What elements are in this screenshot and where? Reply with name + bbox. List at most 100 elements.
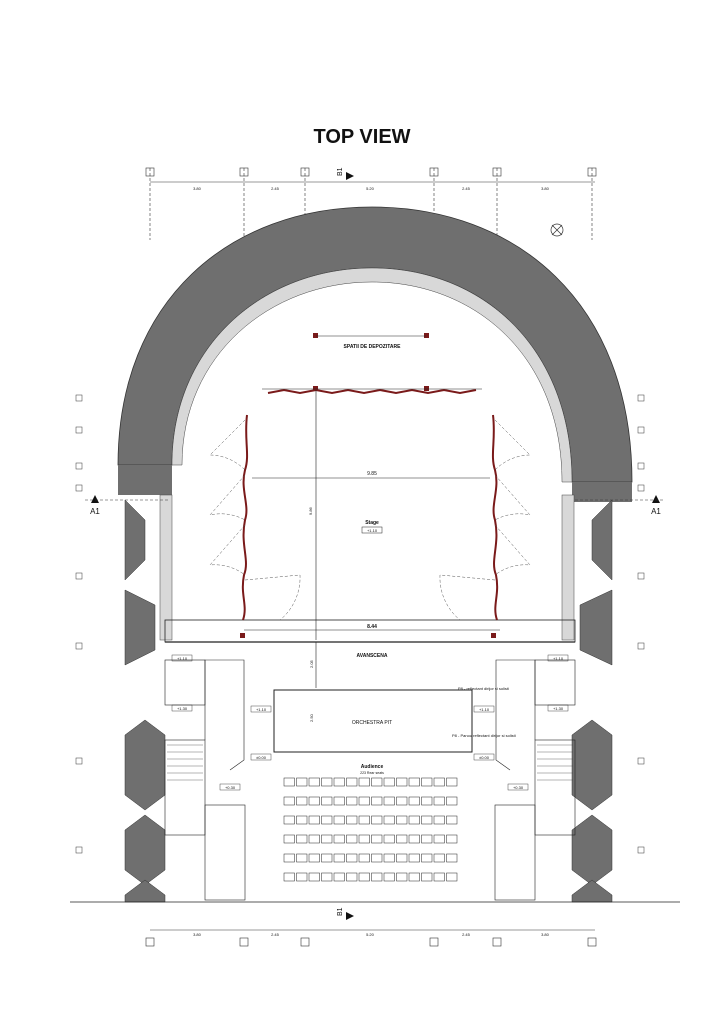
right-grid-markers xyxy=(637,394,645,854)
audience-seat xyxy=(333,796,345,806)
dim-top-5: 3.80 xyxy=(541,186,550,191)
right-curtain xyxy=(491,414,499,621)
audience-seat xyxy=(296,777,308,787)
audience-seat xyxy=(358,834,370,844)
audience-seat xyxy=(333,853,345,863)
left-inner-wall xyxy=(159,494,173,641)
dim-bottom-3: 5.20 xyxy=(366,932,375,937)
dim-bottom-5: 3.80 xyxy=(541,932,550,937)
orchestra-pit xyxy=(273,689,473,753)
audience-seat xyxy=(421,872,433,882)
audience-seat xyxy=(358,777,370,787)
audience-seat xyxy=(308,777,320,787)
storage-markers xyxy=(240,333,496,638)
note-p8-panel: P8 - Panou reflectant dirijor si solisti xyxy=(452,733,516,738)
section-marker-b1-top: B1 xyxy=(337,167,354,180)
audience-seat xyxy=(283,834,295,844)
section-marker-a1-right: A1 xyxy=(651,495,661,516)
audience-seat xyxy=(283,853,295,863)
audience-seat xyxy=(446,872,458,882)
audience-seat xyxy=(408,815,420,825)
section-label-a1-right: A1 xyxy=(651,507,661,516)
dim-top-3: 5.20 xyxy=(366,186,375,191)
section-arrow-icon xyxy=(91,495,99,503)
audience-seat xyxy=(421,853,433,863)
right-stair-treads xyxy=(537,744,573,781)
audience-seat xyxy=(283,796,295,806)
audience-seat xyxy=(408,796,420,806)
audience-seat xyxy=(433,815,445,825)
audience-seat xyxy=(296,872,308,882)
audience-seat xyxy=(333,834,345,844)
right-door-swings xyxy=(439,419,531,621)
orchestra-label: ORCHESTRA PIT xyxy=(352,720,392,726)
audience-seat xyxy=(321,796,333,806)
audience-seat xyxy=(421,815,433,825)
level-right-mid: +1.30 xyxy=(553,706,564,711)
level-pit-left: +1.10 xyxy=(256,707,267,712)
audience-seat xyxy=(408,853,420,863)
audience-seat xyxy=(408,834,420,844)
audience-seat xyxy=(283,777,295,787)
north-arrow-icon xyxy=(550,223,564,237)
audience-seat xyxy=(296,796,308,806)
dim-bottom-2: 2.45 xyxy=(271,932,280,937)
audience-seat xyxy=(308,872,320,882)
inner-wall-lining xyxy=(171,267,573,483)
audience-seat xyxy=(296,834,308,844)
audience-seat xyxy=(371,796,383,806)
audience-seat xyxy=(421,777,433,787)
audience-seat xyxy=(346,796,358,806)
level-left-mid: +1.30 xyxy=(177,706,188,711)
audience-seat xyxy=(321,777,333,787)
audience-seat xyxy=(371,777,383,787)
audience-seat xyxy=(383,777,395,787)
audience-seat xyxy=(346,872,358,882)
page-title: TOP VIEW xyxy=(313,126,411,148)
audience-seat xyxy=(408,872,420,882)
avanscena-label: AVANSCENA xyxy=(357,653,388,659)
front-width-label: 8.44 xyxy=(367,624,377,630)
audience-seat xyxy=(396,777,408,787)
level-right-low: ±0.00 xyxy=(479,755,490,760)
audience-seat xyxy=(321,872,333,882)
stage-label: Stage xyxy=(365,520,379,526)
audience-label: Audience xyxy=(361,764,384,770)
audience-seat xyxy=(308,834,320,844)
right-inner-wall xyxy=(561,494,575,641)
audience-seat xyxy=(421,834,433,844)
audience-seat xyxy=(396,796,408,806)
level-left-low: ±0.00 xyxy=(256,755,267,760)
section-label-b1-top: B1 xyxy=(337,167,344,176)
audience-seat xyxy=(433,872,445,882)
level-left-stair: +0.30 xyxy=(225,785,236,790)
dim-bottom-1: 3.80 xyxy=(193,932,202,937)
audience-seat xyxy=(433,777,445,787)
section-label-b1-bottom: B1 xyxy=(337,907,344,916)
stage-depth-label: 9.86 xyxy=(308,506,313,515)
audience-seat xyxy=(371,815,383,825)
audience-seat xyxy=(396,834,408,844)
audience-seat xyxy=(346,853,358,863)
audience-seat xyxy=(308,815,320,825)
audience-seats-label: 223 Rear seats xyxy=(360,771,384,775)
level-left-upper: +1.10 xyxy=(177,656,188,661)
audience-seat xyxy=(421,796,433,806)
audience-seat xyxy=(396,872,408,882)
top-curtain xyxy=(267,388,477,395)
audience-seat xyxy=(346,834,358,844)
dim-top-2: 2.45 xyxy=(271,186,280,191)
audience-seat xyxy=(383,853,395,863)
audience-seat xyxy=(346,815,358,825)
audience-seat xyxy=(446,815,458,825)
section-arrow-icon xyxy=(346,172,354,180)
audience-seat xyxy=(383,796,395,806)
section-label-a1-left: A1 xyxy=(90,507,100,516)
audience-seat xyxy=(446,834,458,844)
audience-seat xyxy=(358,853,370,863)
audience-seat xyxy=(383,815,395,825)
section-marker-b1-bottom: B1 xyxy=(337,907,354,920)
left-stair-block xyxy=(164,659,246,901)
